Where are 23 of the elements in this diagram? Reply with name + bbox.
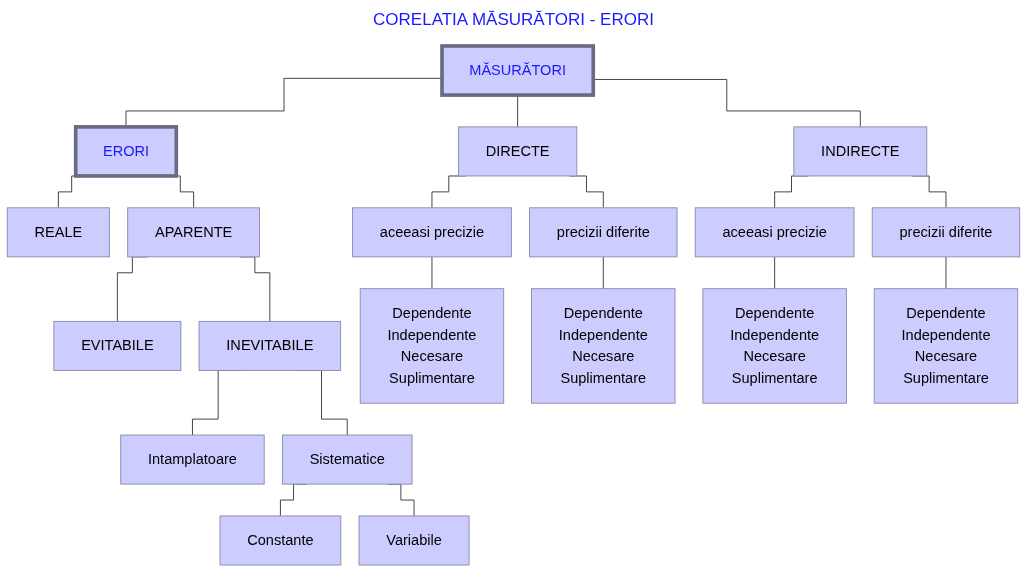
node-box: aceeasi precizie	[694, 207, 855, 258]
node-box: aceeasi precizie	[352, 207, 512, 258]
connector	[602, 256, 604, 290]
node-box: EVITABILE	[53, 320, 182, 371]
node-box: Constante	[219, 515, 342, 566]
node-box: DIRECTE	[458, 126, 578, 177]
node-box: ERORI	[73, 125, 179, 178]
node-box: Variabile	[358, 515, 470, 566]
node-box: APARENTE	[127, 207, 260, 258]
node-box: Dependente Independente Necesare Suplimentare	[359, 288, 505, 404]
node-box: precizii diferite	[529, 207, 678, 258]
node-box: precizii diferite	[871, 207, 1021, 258]
node-box: Dependente Independente Necesare Suplimentare	[702, 288, 847, 404]
node-box: INDIRECTE	[793, 126, 928, 177]
node-box: MĂSURĂTORI	[440, 44, 596, 97]
node-box: REALE	[6, 207, 110, 258]
diagram-title: CORELATIA MĂSURĂTORI - ERORI	[373, 10, 654, 30]
node-box: Dependente Independente Necesare Suplimentare	[873, 288, 1019, 404]
node-box: Dependente Independente Necesare Suplimentare	[531, 288, 676, 404]
connector	[774, 256, 776, 290]
node-box: INEVITABILE	[198, 320, 342, 371]
node-box: Sistematice	[281, 434, 413, 485]
node-box: Intamplatoare	[120, 434, 265, 485]
